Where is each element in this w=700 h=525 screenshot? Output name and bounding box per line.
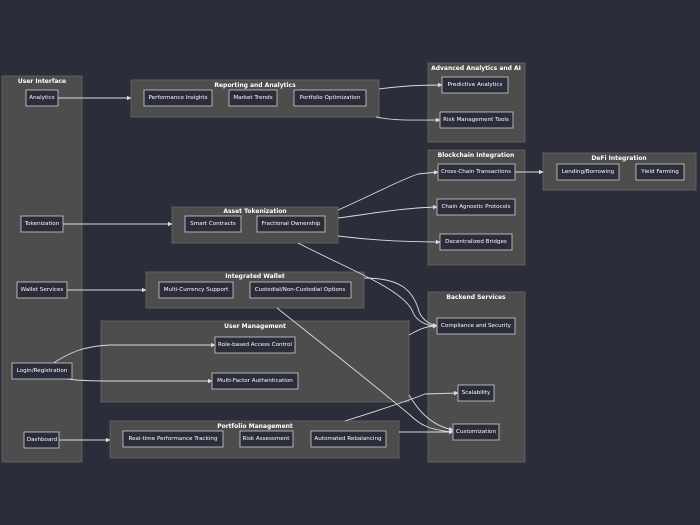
node-scalability[interactable]: Scalability xyxy=(457,384,495,402)
node-label: Risk Management Tools xyxy=(443,117,509,123)
node-label: Automated Rebalancing xyxy=(314,436,382,442)
cluster-title-advanced: Advanced Analytics and AI xyxy=(431,65,521,72)
edge-wallet-customization xyxy=(276,307,454,434)
node-label: Risk Assessment xyxy=(243,436,291,442)
node-realtime-performance-tracking[interactable]: Real-time Performance Tracking xyxy=(122,430,224,448)
node-label: Cross-Chain Transactions xyxy=(441,169,511,175)
node-analytics[interactable]: Analytics xyxy=(25,89,59,107)
node-performance-insights[interactable]: Performance Insights xyxy=(143,89,213,107)
edge-tokenization-compliance xyxy=(297,242,438,329)
cluster-title-defi: DeFi Integration xyxy=(591,155,646,162)
cluster-title-user-interface: User Interface xyxy=(18,78,66,85)
node-label: Decentralized Bridges xyxy=(445,239,507,245)
edge-reporting-risktools xyxy=(375,116,441,123)
node-label: Role-based Access Control xyxy=(218,342,292,348)
node-lending-borrowing[interactable]: Lending/Borrowing xyxy=(556,163,620,181)
edge-usermgmt-customization xyxy=(408,394,454,432)
cluster-user-management: User Management xyxy=(100,320,410,403)
node-smart-contracts[interactable]: Smart Contracts xyxy=(184,215,242,233)
node-label: Predictive Analytics xyxy=(448,82,503,88)
node-label: Dashboard xyxy=(27,437,58,443)
node-label: Fractional Ownership xyxy=(262,221,321,227)
node-chain-agnostic-protocols[interactable]: Chain Agnostic Protocols xyxy=(436,198,516,216)
node-custodial-options[interactable]: Custodial/Non-Custodial Options xyxy=(249,281,352,299)
cluster-title-portfolio: Portfolio Management xyxy=(217,423,293,430)
edge-reporting-predictive xyxy=(378,82,443,90)
node-multi-factor-authentication[interactable]: Multi-Factor Authentication xyxy=(211,372,299,390)
edge-tokenization-crosschain xyxy=(337,170,439,211)
node-label: Wallet Services xyxy=(21,287,64,293)
node-label: Performance Insights xyxy=(148,95,207,101)
node-customization[interactable]: Customization xyxy=(452,423,500,441)
cluster-title-user-mgmt: User Management xyxy=(224,323,286,330)
edge-usermgmt-compliance xyxy=(408,323,438,336)
edge-login-rbac xyxy=(51,342,216,365)
node-label: Smart Contracts xyxy=(190,221,236,227)
node-fractional-ownership[interactable]: Fractional Ownership xyxy=(256,215,326,233)
edge-portfolio-scalability xyxy=(344,390,459,422)
node-yield-farming[interactable]: Yield Farming xyxy=(635,163,685,181)
node-label: Portfolio Optimization xyxy=(300,95,361,101)
node-predictive-analytics[interactable]: Predictive Analytics xyxy=(441,76,509,94)
cluster-title-backend: Backend Services xyxy=(446,294,506,301)
node-tokenization[interactable]: Tokenization xyxy=(20,215,64,233)
node-label: Multi-Factor Authentication xyxy=(217,378,293,384)
node-compliance-and-security[interactable]: Compliance and Security xyxy=(436,317,516,335)
node-label: Tokenization xyxy=(24,221,60,227)
cluster-title-blockchain: Blockchain Integration xyxy=(438,152,515,159)
node-label: Customization xyxy=(456,429,497,435)
node-risk-management-tools[interactable]: Risk Management Tools xyxy=(439,111,514,129)
node-wallet-services[interactable]: Wallet Services xyxy=(16,281,68,299)
node-label: Market Trends xyxy=(233,95,272,101)
node-dashboard[interactable]: Dashboard xyxy=(23,431,60,449)
node-cross-chain-transactions[interactable]: Cross-Chain Transactions xyxy=(437,163,516,181)
node-label: Login/Registration xyxy=(17,368,68,374)
cluster-user-interface: User Interface xyxy=(1,75,83,463)
node-label: Real-time Performance Tracking xyxy=(128,436,217,442)
node-portfolio-optimization[interactable]: Portfolio Optimization xyxy=(293,89,367,107)
node-label: Analytics xyxy=(29,95,54,101)
node-market-trends[interactable]: Market Trends xyxy=(228,89,278,107)
node-multi-currency-support[interactable]: Multi-Currency Support xyxy=(158,281,234,299)
edge-wallet-compliance xyxy=(363,277,438,328)
node-label: Chain Agnostic Protocols xyxy=(441,204,510,210)
node-label: Scalability xyxy=(462,390,491,396)
edges xyxy=(51,82,544,443)
node-automated-rebalancing[interactable]: Automated Rebalancing xyxy=(310,430,387,448)
node-role-based-access-control[interactable]: Role-based Access Control xyxy=(214,336,296,354)
cluster-title-tokenization: Asset Tokenization xyxy=(223,208,286,215)
node-risk-assessment[interactable]: Risk Assessment xyxy=(239,430,294,448)
cluster-advanced-analytics: Advanced Analytics and AI xyxy=(427,62,526,143)
node-label: Lending/Borrowing xyxy=(562,169,615,175)
node-login-registration[interactable]: Login/Registration xyxy=(11,362,73,380)
node-label: Custodial/Non-Custodial Options xyxy=(255,287,346,293)
node-decentralized-bridges[interactable]: Decentralized Bridges xyxy=(439,233,513,251)
edge-tokenization-bridges xyxy=(337,235,441,245)
edge-tokenization-chainagnostic xyxy=(337,204,438,219)
node-label: Compliance and Security xyxy=(441,323,512,329)
node-label: Yield Farming xyxy=(640,169,679,175)
cluster-title-wallet: Integrated Wallet xyxy=(225,273,285,280)
cluster-title-reporting: Reporting and Analytics xyxy=(214,82,296,89)
node-label: Multi-Currency Support xyxy=(164,287,230,293)
